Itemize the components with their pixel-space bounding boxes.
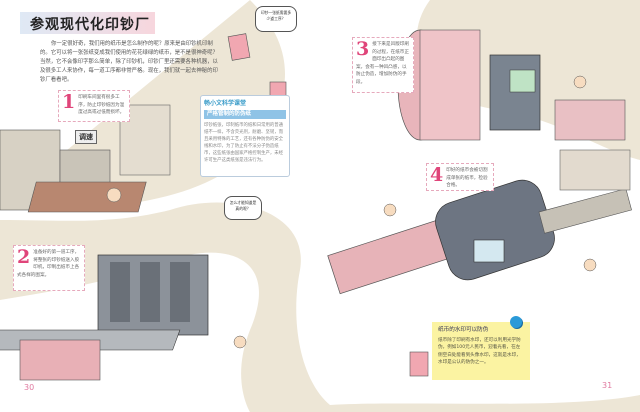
- intro-paragraph: 你一定很好奇，我们用的纸币是怎么制作的呢？原来是由印钞机印制的。它可以将一张张纸…: [40, 41, 218, 83]
- sidebar-science-box: 畅小文科学课堂 严格管制的防伪纸 印钞纸张，印制纸币的纸和日常用的普通纸不一样，…: [200, 95, 290, 177]
- step-text: 印刷车间里有很多工序，防止印钞纸因为温度过高或过低而损坏。: [78, 95, 125, 115]
- page-number-left: 30: [24, 383, 35, 392]
- step-2-box: 2 准备好的第一道工序，将整张的印钞纸送入胶印机，印制出纸币上各式各样的图案。: [13, 245, 85, 291]
- title-band: [20, 12, 155, 34]
- step-text: 准备好的第一道工序，将整张的印钞纸送入胶印机，印制出纸币上各式各样的图案。: [17, 250, 80, 278]
- printing-press-illustration: [0, 104, 209, 381]
- intaglio-press-illustration: [397, 29, 626, 141]
- page-number-right: 31: [602, 381, 613, 390]
- sidebar-body: 印钞纸张，印制纸币的纸和日常用的普通纸不一样，不含荧光剂，耐磨、坚韧，而且采用特…: [204, 123, 284, 163]
- step-text: 印好的纸币会被切割成单张的纸币，检验合格。: [446, 168, 488, 188]
- note-body: 纸币除了印刷有水印，还可以利用光学防伪，例如100元人民币，迎着光看，在左侧空白…: [438, 337, 521, 366]
- speech-bubble: 印钞一张纸需要多少道工序？: [255, 6, 297, 32]
- sidebar-subheader: 严格管制的防伪纸: [204, 110, 286, 119]
- cutting-conveyor-illustration: [327, 149, 632, 295]
- machine-sign: 调速: [75, 130, 97, 144]
- sidebar-header: 畅小文科学课堂: [204, 100, 247, 107]
- step-number: 4: [430, 164, 444, 186]
- step-3-box: 3 接下来是凹版印刷的过程，在纸币正面印出凸起的图案，会有一种凹凸感，以防止伪造…: [352, 37, 414, 93]
- watermark-note: 纸币的水印可以防伪 纸币除了印刷有水印，还可以利用光学防伪，例如100元人民币，…: [432, 322, 530, 380]
- step-number: 3: [356, 38, 370, 60]
- step-1-box: 1 印刷车间里有很多工序，防止印钞纸因为温度过高或过低而损坏。: [58, 90, 130, 122]
- speech-bubble: 怎么才能知道是真的呢？: [224, 196, 262, 220]
- pushpin-icon: [510, 316, 522, 328]
- step-4-box: 4 印好的纸币会被切割成单张的纸币，检验合格。: [426, 163, 494, 191]
- step-number: 1: [62, 91, 76, 113]
- page-title: 参观现代化印钞厂: [30, 17, 150, 33]
- step-number: 2: [17, 246, 31, 268]
- mascot-characters: [106, 33, 597, 377]
- step-text: 接下来是凹版印刷的过程，在纸币正面印出凸起的图案，会有一种凹凸感，以防止伪造，增…: [356, 42, 409, 85]
- note-title: 纸币的水印可以防伪: [438, 327, 489, 333]
